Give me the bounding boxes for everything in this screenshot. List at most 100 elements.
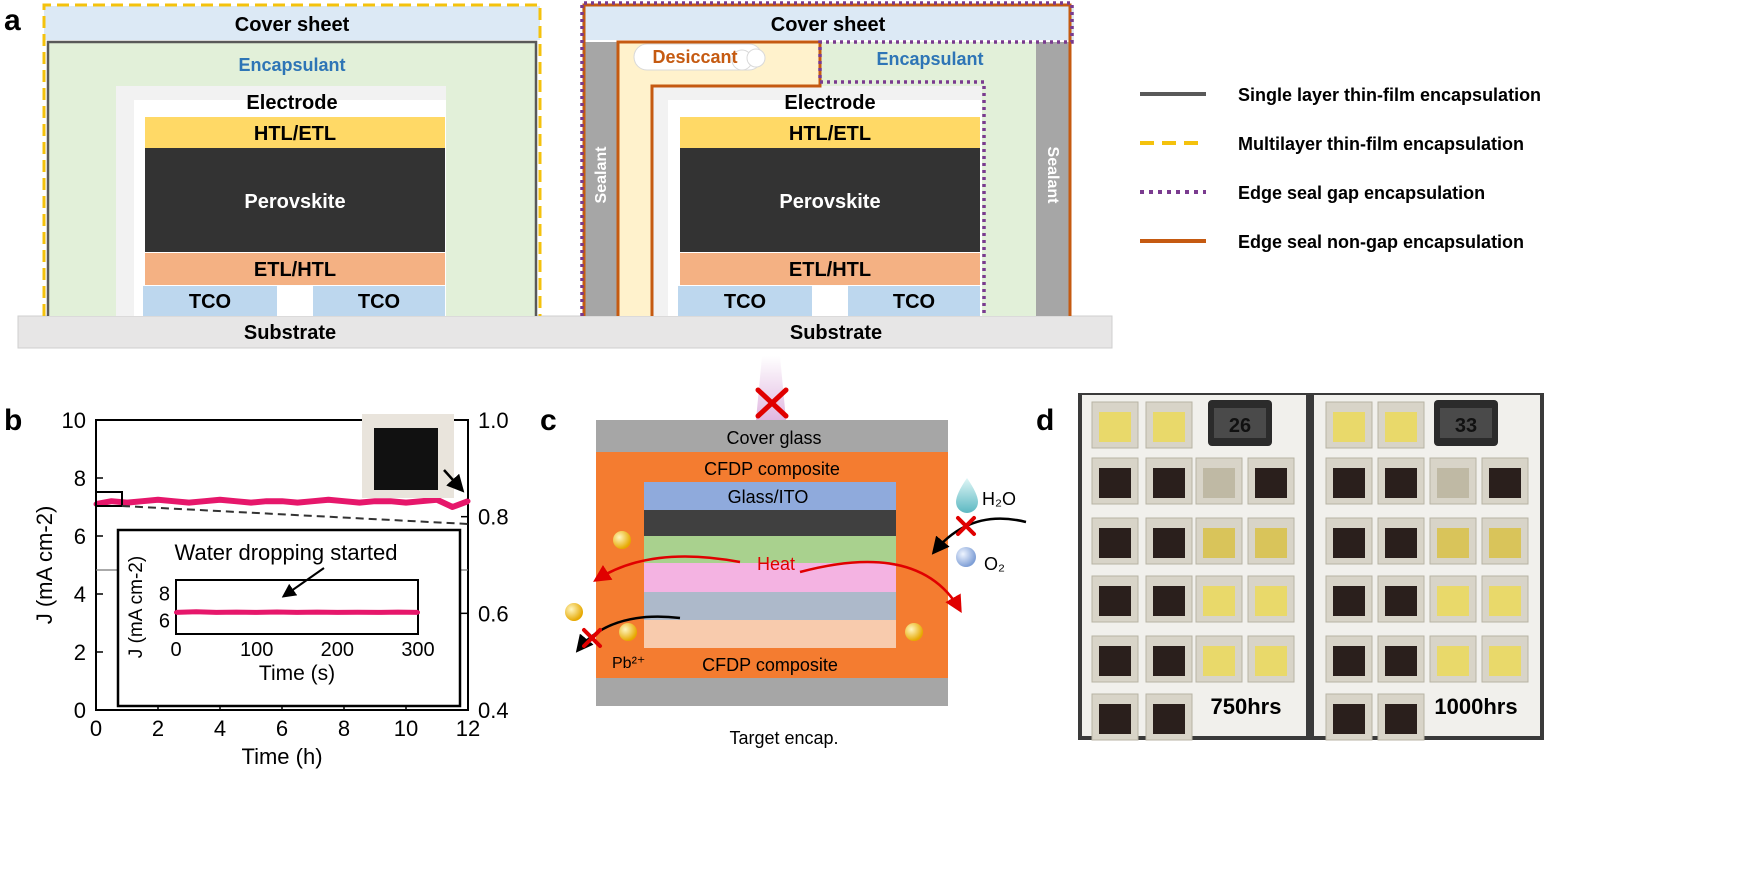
x-tick-label: 4	[214, 716, 226, 741]
inset-plot-frame	[175, 579, 419, 635]
panel-d-photo: 26 33 750hrs 1000hrs	[1078, 393, 1544, 741]
grey-layer	[644, 592, 896, 620]
sample-film-750	[1203, 528, 1235, 558]
inset-annotation: Water dropping started	[175, 540, 398, 565]
series-point	[202, 498, 207, 504]
legend: Single layer thin-film encapsulation Mul…	[1140, 85, 1541, 252]
glass-ito-layer	[644, 482, 896, 510]
right-etl-layer	[680, 253, 980, 285]
substrate-bar	[17, 315, 1113, 349]
left-tco-right	[313, 286, 445, 316]
sample-film-1000	[1489, 468, 1521, 498]
sample-film-1000	[1333, 412, 1365, 442]
pb-ball-right	[905, 623, 923, 641]
zoom-box	[95, 491, 123, 507]
sample-grid	[1091, 401, 1529, 741]
sample-film-750	[1255, 646, 1287, 676]
series-point	[388, 498, 393, 504]
right-etl-label: ETL/HTL	[789, 259, 871, 281]
inset-x-tick-label: 100	[240, 639, 273, 661]
sample-film-750	[1203, 646, 1235, 676]
pb-ball-inner	[619, 623, 637, 641]
sample-film-750	[1099, 468, 1131, 498]
left-tco-left	[143, 286, 277, 316]
sample-film-750	[1255, 586, 1287, 616]
right-tco-left	[678, 286, 812, 316]
right-cover-sheet	[582, 6, 1074, 40]
inset-series-point	[274, 609, 279, 614]
right-device: Cover sheet Desiccant Encapsulant Sealan…	[580, 1, 1074, 344]
hygrometer-left-screen	[1214, 408, 1266, 438]
sample-film-750	[1153, 412, 1185, 442]
x-tick-label: 0	[90, 716, 102, 741]
y-tick-label: 2	[74, 640, 86, 665]
right-sealant-right	[1036, 42, 1070, 316]
series-point	[434, 497, 440, 503]
series-point	[403, 500, 409, 506]
pb-label: Pb²⁺	[612, 655, 645, 672]
peach-layer	[644, 620, 896, 648]
x-tick-label: 12	[456, 716, 480, 741]
series-point	[341, 498, 347, 504]
light-beam	[756, 356, 786, 420]
pb-ball-top-left	[613, 531, 631, 549]
cfdp-top-label: CFDP composite	[704, 459, 840, 479]
left-tco-left-label: TCO	[189, 291, 231, 313]
inset-x-axis-label: Time (s)	[259, 662, 335, 685]
heat-arrow-right	[799, 560, 962, 614]
sample-film-750	[1099, 646, 1131, 676]
series-point	[171, 498, 176, 504]
inset-annotation-arrow	[281, 567, 325, 598]
right-sealant-left-label: Sealant	[593, 146, 610, 204]
sample-film-750	[1203, 586, 1235, 616]
heat-label: Heat	[757, 554, 795, 574]
inset-series-point	[295, 610, 299, 615]
cfdp-top	[596, 452, 948, 482]
right-htl-layer	[680, 117, 980, 148]
series-point	[233, 498, 238, 504]
sample-film-750	[1153, 586, 1185, 616]
right-desiccant-label: Desiccant	[652, 47, 737, 67]
right-perovskite-label: Perovskite	[779, 191, 880, 213]
y2-tick-label: 0.6	[478, 601, 509, 626]
sample-film-750	[1099, 528, 1131, 558]
inset-y-tick-label: 8	[159, 584, 170, 606]
right-sealant-left	[584, 42, 618, 316]
device-photo-sample	[374, 428, 438, 490]
series-point	[155, 497, 161, 503]
series-point	[124, 500, 130, 506]
series-point	[295, 500, 300, 506]
sample-film-1000	[1437, 586, 1469, 616]
sample-film-750	[1099, 586, 1131, 616]
inset-series-point	[335, 610, 340, 615]
left-perovskite-label: Perovskite	[244, 191, 345, 213]
hygrometer-right-screen	[1440, 408, 1492, 438]
cover-glass	[596, 420, 948, 452]
photo-pointer-arrow	[443, 469, 465, 493]
sample-film-750	[1153, 528, 1185, 558]
sample-film-1000	[1333, 586, 1365, 616]
y-tick-label: 8	[74, 466, 86, 491]
sample-film-1000	[1437, 646, 1469, 676]
green-layer	[644, 536, 896, 563]
series-point	[140, 498, 145, 504]
sample-film-1000	[1385, 528, 1417, 558]
x-tick-label: 2	[152, 716, 164, 741]
legend-label-gap: Edge seal gap encapsulation	[1238, 183, 1485, 203]
y-tick-label: 10	[62, 408, 86, 433]
left-perovskite-layer	[145, 148, 445, 252]
inset-series-point	[375, 610, 380, 615]
inset-series-point	[395, 610, 400, 615]
right-gap-outline	[580, 1, 1074, 316]
sample-film-1000	[1489, 528, 1521, 558]
right-sealant-right-label: Sealant	[1044, 147, 1061, 205]
y2-tick-label: 0.8	[478, 505, 509, 530]
inset-series-point	[416, 610, 420, 615]
pb-label-text: Pb²⁺	[612, 655, 645, 672]
sample-film-1000	[1333, 468, 1365, 498]
sample-film-750	[1153, 704, 1185, 734]
blocked-light-x-icon	[755, 387, 789, 419]
left-etl-label: ETL/HTL	[254, 259, 336, 281]
series-point	[310, 498, 316, 504]
